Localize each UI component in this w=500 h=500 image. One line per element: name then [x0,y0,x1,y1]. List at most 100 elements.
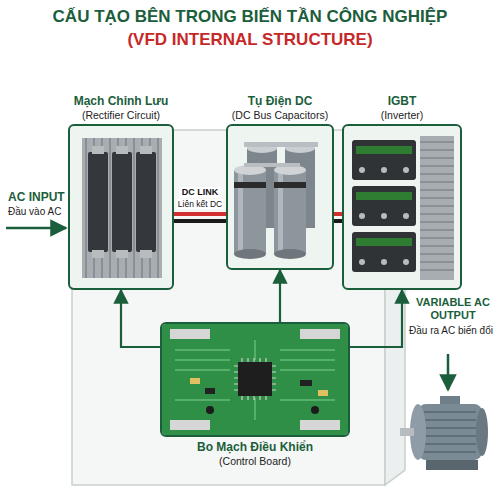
inverter-module: IGBT(Inverter) [342,94,462,290]
output-sublabel: Đầu ra AC biến đổi [408,325,494,337]
igbt-drawing [359,213,365,219]
control-board: Bo Mạch Điều Khiển(Control Board) [160,322,350,468]
igbt-drawing [381,167,387,173]
connector-line [350,290,402,347]
rectifier-drawing [86,138,158,278]
capacitor-drawing [274,182,306,188]
motor-drawing [476,408,488,456]
subtitle-text: (VFD INTERNAL STRUCTURE) [0,29,500,50]
igbt-drawing [403,167,409,173]
igbt-drawing [352,140,416,180]
input-sublabel: Đầu vào AC [8,206,70,218]
module-frame [226,124,334,270]
dc-link-wire [174,214,226,221]
igbt-drawing [356,238,412,246]
control-board-drawing [170,329,210,339]
control-board-drawing [175,340,335,420]
igbt-drawing [344,126,460,288]
node-heading: Mạch Chỉnh Lưu [74,94,169,109]
node-heading: Tụ Điện DC [248,94,313,109]
module-frame [342,124,462,290]
rectifier-drawing [70,126,172,288]
control-board-drawing [318,390,328,396]
node-heading: Bo Mạch Điều Khiển [197,440,313,455]
rectifier-drawing [92,146,104,154]
connector-line [121,290,160,347]
capacitor-module: Tụ Điện DC(DC Bus Capacitors) [226,94,334,270]
rectifier-drawing [88,152,108,252]
capacitor-drawing [274,249,306,259]
capacitor-drawing [234,170,266,254]
igbt-drawing [420,136,454,280]
igbt-drawing [356,192,412,200]
dc-link-wire [334,214,342,221]
node-subheading: (Inverter) [381,109,424,122]
control-board-drawing [206,406,214,414]
control-signal-arrow [350,290,402,347]
node-subheading: (Control Board) [219,455,291,468]
motor-drawing [400,428,414,436]
output-label: VARIABLE AC OUTPUT [412,296,494,322]
rectifier-drawing [116,146,128,154]
motor-drawing [400,396,488,470]
node-subheading: (DC Bus Capacitors) [232,109,328,122]
control-signal-arrow [121,290,160,347]
input-arrow [6,227,66,230]
control-board-drawing [205,388,215,394]
title-text: CẤU TẠO BÊN TRONG BIẾN TẦN CÔNG NGHIỆP [0,6,500,27]
rectifier-module: Mạch Chỉnh Lưu(Rectifier Circuit) [68,94,174,290]
control-board-drawing [162,324,348,435]
capacitor-drawing [244,163,300,167]
capacitor-drawing [228,126,332,268]
output-arrow [447,354,450,390]
node-subheading: (Rectifier Circuit) [82,109,160,122]
control-board-drawing [170,420,210,430]
rectifier-drawing [112,152,132,252]
igbt-drawing [344,126,460,288]
capacitor-drawing [234,249,266,259]
motor-drawing [426,460,478,470]
control-board-drawing [238,362,272,396]
negative-wire [174,219,226,223]
rectifier-drawing [82,138,162,278]
capacitor-drawing [234,182,266,188]
igbt-drawing [403,213,409,219]
dc-link-sublabel: Liên kết DC [177,199,223,209]
rectifier-drawing [92,250,104,258]
input-arrow [6,228,66,229]
igbt-drawing [381,213,387,219]
igbt-drawing [359,259,365,265]
capacitor-drawing [244,142,318,147]
igbt-drawing [352,232,416,272]
control-board-drawing [300,420,340,430]
igbt-drawing [356,146,412,154]
edge-label: DC LINK [180,187,221,198]
output-arrow [448,354,449,390]
control-board-drawing [300,329,340,339]
control-signal-arrow [280,270,281,322]
rectifier-drawing [136,152,156,252]
connector-line [279,270,281,322]
igbt-drawing [352,186,416,226]
capacitor-drawing [274,170,306,254]
control-board-drawing [234,358,276,400]
module-frame [68,124,174,290]
control-board-drawing [162,324,348,435]
capacitor-drawing [228,126,332,268]
control-board-drawing [311,406,319,414]
rectifier-drawing [140,250,152,258]
igbt-drawing [420,142,454,270]
positive-wire [174,212,226,216]
rectifier-drawing [140,146,152,154]
control-board-drawing [300,380,312,386]
rectifier-drawing [70,126,172,288]
igbt-drawing [381,259,387,265]
module-frame [160,322,350,437]
node-heading: IGBT [388,94,417,109]
control-board-drawing [190,378,200,384]
igbt-drawing [403,259,409,265]
